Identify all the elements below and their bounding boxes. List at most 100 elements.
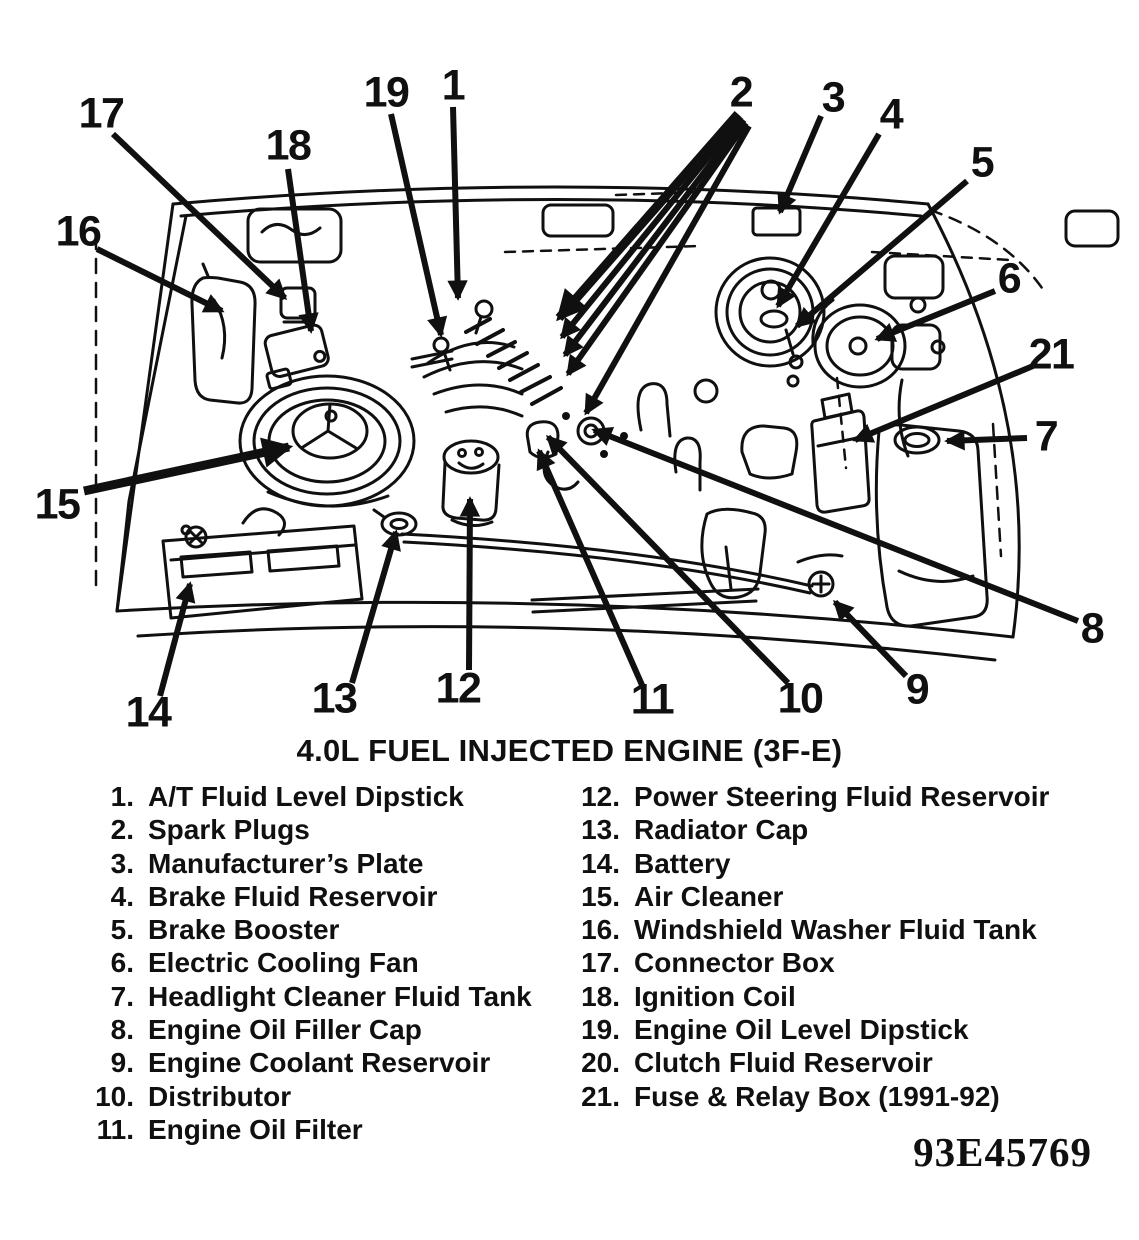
legend-num: 7. bbox=[110, 980, 134, 1012]
arrow-18 bbox=[285, 168, 319, 334]
legend-text: Spark Plugs bbox=[148, 814, 310, 846]
legend-text: Engine Coolant Reservoir bbox=[148, 1047, 491, 1079]
callout-11: 11 bbox=[630, 675, 675, 724]
legend-item-10: 10. Distributor bbox=[84, 1081, 558, 1114]
legend-item-18: 18. Ignition Coil bbox=[556, 981, 1126, 1014]
arrow-2a bbox=[555, 111, 742, 322]
arrow-7 bbox=[944, 430, 1028, 451]
legend-num: 15. bbox=[581, 880, 620, 912]
legend-item-2: 2. Spark Plugs bbox=[84, 814, 558, 847]
legend-item-16: 16.Windshield Washer Fluid Tank bbox=[556, 914, 1126, 947]
arrow-2b bbox=[559, 115, 744, 340]
legend-item-20: 20.Clutch Fluid Reservoir bbox=[556, 1047, 1126, 1080]
legend-text: Fuse & Relay Box (1991-92) bbox=[634, 1080, 1000, 1112]
legend-num: 8. bbox=[110, 1014, 134, 1046]
legend-item-14: 14.Battery bbox=[556, 848, 1126, 881]
legend-item-1: 1.A/T Fluid Level Dipstick bbox=[84, 781, 558, 814]
legend-text: Clutch Fluid Reservoir bbox=[634, 1047, 933, 1079]
brake-booster-drawing bbox=[714, 256, 826, 388]
legend-item-12: 12.Power Steering Fluid Reservoir bbox=[556, 781, 1126, 814]
legend-item-4: 4.Brake Fluid Reservoir bbox=[84, 881, 558, 914]
legend-item-6: 6. Electric Cooling Fan bbox=[84, 947, 558, 980]
at-dipstick-ring-drawing bbox=[474, 299, 494, 319]
legend-text: Electric Cooling Fan bbox=[148, 947, 419, 979]
figure-code: 93E45769 bbox=[913, 1129, 1092, 1175]
callout-5: 5 bbox=[970, 138, 995, 187]
arrow-2e bbox=[583, 124, 752, 416]
callout-19: 19 bbox=[363, 68, 410, 117]
callout-7: 7 bbox=[1034, 412, 1059, 461]
legend-item-19: 19. Engine Oil Level Dipstick bbox=[556, 1014, 1126, 1047]
legend-item-8: 8.Engine Oil Filler Cap bbox=[84, 1014, 558, 1047]
legend-item-17: 17.Connector Box bbox=[556, 947, 1126, 980]
legend-item-15: 15. Air Cleaner bbox=[556, 881, 1126, 914]
engine-center-drawing bbox=[410, 299, 628, 491]
legend-item-7: 7. Headlight Cleaner Fluid Tank bbox=[84, 981, 558, 1014]
cowl-vents bbox=[246, 190, 1120, 264]
legend-text: Battery bbox=[634, 847, 731, 879]
arrow-10 bbox=[545, 434, 791, 686]
legend-text: Engine Oil Filter bbox=[148, 1113, 363, 1145]
arrow-9 bbox=[832, 599, 909, 679]
callout-arrows bbox=[83, 106, 1080, 697]
legend-item-5: 5.Brake Booster bbox=[84, 914, 558, 947]
arrow-19 bbox=[388, 113, 448, 338]
callout-4: 4 bbox=[879, 90, 904, 139]
legend-num: 6. bbox=[110, 947, 134, 979]
legend-text: Ignition Coil bbox=[634, 980, 796, 1012]
legend-right-column: 12.Power Steering Fluid Reservoir 13. Rad… bbox=[556, 781, 1126, 1114]
callout-18: 18 bbox=[265, 121, 312, 170]
arrow-17 bbox=[110, 131, 288, 301]
legend-text: Power Steering Fluid Reservoir bbox=[634, 781, 1050, 812]
battery-drawing bbox=[161, 507, 364, 620]
oil-dipstick-ring-drawing bbox=[432, 336, 450, 354]
legend-num: 18. bbox=[581, 980, 620, 1012]
legend-text: Brake Booster bbox=[148, 914, 340, 946]
arrow-16 bbox=[95, 246, 225, 314]
legend-item-11: 11. Engine Oil Filter bbox=[84, 1114, 558, 1147]
legend-num: 16. bbox=[581, 914, 620, 946]
legend-item-21: 21. Fuse & Relay Box (1991-92) bbox=[556, 1081, 1126, 1114]
arrow-4 bbox=[775, 132, 882, 309]
callout-14: 14 bbox=[125, 688, 172, 737]
legend-num: 13. bbox=[581, 814, 620, 846]
radiator-cap-drawing bbox=[372, 508, 418, 537]
manufacturers-plate-drawing bbox=[751, 206, 802, 237]
washer-tank-drawing bbox=[190, 262, 257, 405]
legend-item-13: 13. Radiator Cap bbox=[556, 814, 1126, 847]
legend-text: Connector Box bbox=[634, 947, 835, 979]
cooling-fan-drawing bbox=[811, 298, 946, 389]
callout-17: 17 bbox=[78, 89, 125, 138]
arrow-1 bbox=[447, 106, 468, 301]
legend-text: Manufacturer’s Plate bbox=[148, 847, 424, 879]
callout-21: 21 bbox=[1028, 330, 1075, 379]
legend-text: Engine Oil Level Dipstick bbox=[634, 1014, 969, 1046]
legend-text: Distributor bbox=[148, 1080, 292, 1112]
legend-num: 10. bbox=[95, 1080, 134, 1112]
legend-num: 21. bbox=[581, 1080, 620, 1112]
callout-1: 1 bbox=[441, 61, 466, 110]
arrow-2d bbox=[565, 121, 749, 377]
front-panel-drawing bbox=[530, 545, 760, 614]
callout-6: 6 bbox=[997, 254, 1022, 303]
legend-text: Headlight Cleaner Fluid Tank bbox=[148, 980, 532, 1012]
legend-num: 19. bbox=[581, 1014, 620, 1046]
legend-num: 11. bbox=[96, 1113, 134, 1145]
fuse-relay-box-drawing bbox=[810, 392, 871, 514]
legend-item-3: 3. Manufacturer’s Plate bbox=[84, 848, 558, 881]
legend-text: A/T Fluid Level Dipstick bbox=[148, 781, 464, 812]
legend-num: 2. bbox=[110, 814, 134, 846]
arrow-15 bbox=[83, 437, 294, 496]
callout-16: 16 bbox=[55, 207, 102, 256]
callout-2: 2 bbox=[729, 68, 754, 117]
legend-num: 4. bbox=[110, 880, 134, 912]
arrow-14 bbox=[157, 581, 196, 697]
callout-8: 8 bbox=[1080, 604, 1105, 653]
legend-text: Radiator Cap bbox=[634, 814, 809, 846]
arrow-11 bbox=[536, 448, 645, 687]
legend-left-column: 1.A/T Fluid Level Dipstick 2. Spark Plugs… bbox=[84, 781, 558, 1147]
arrow-2c bbox=[562, 118, 747, 358]
legend-num: 3. bbox=[110, 847, 134, 879]
callout-10: 10 bbox=[777, 674, 824, 723]
legend-text: Air Cleaner bbox=[634, 880, 784, 912]
